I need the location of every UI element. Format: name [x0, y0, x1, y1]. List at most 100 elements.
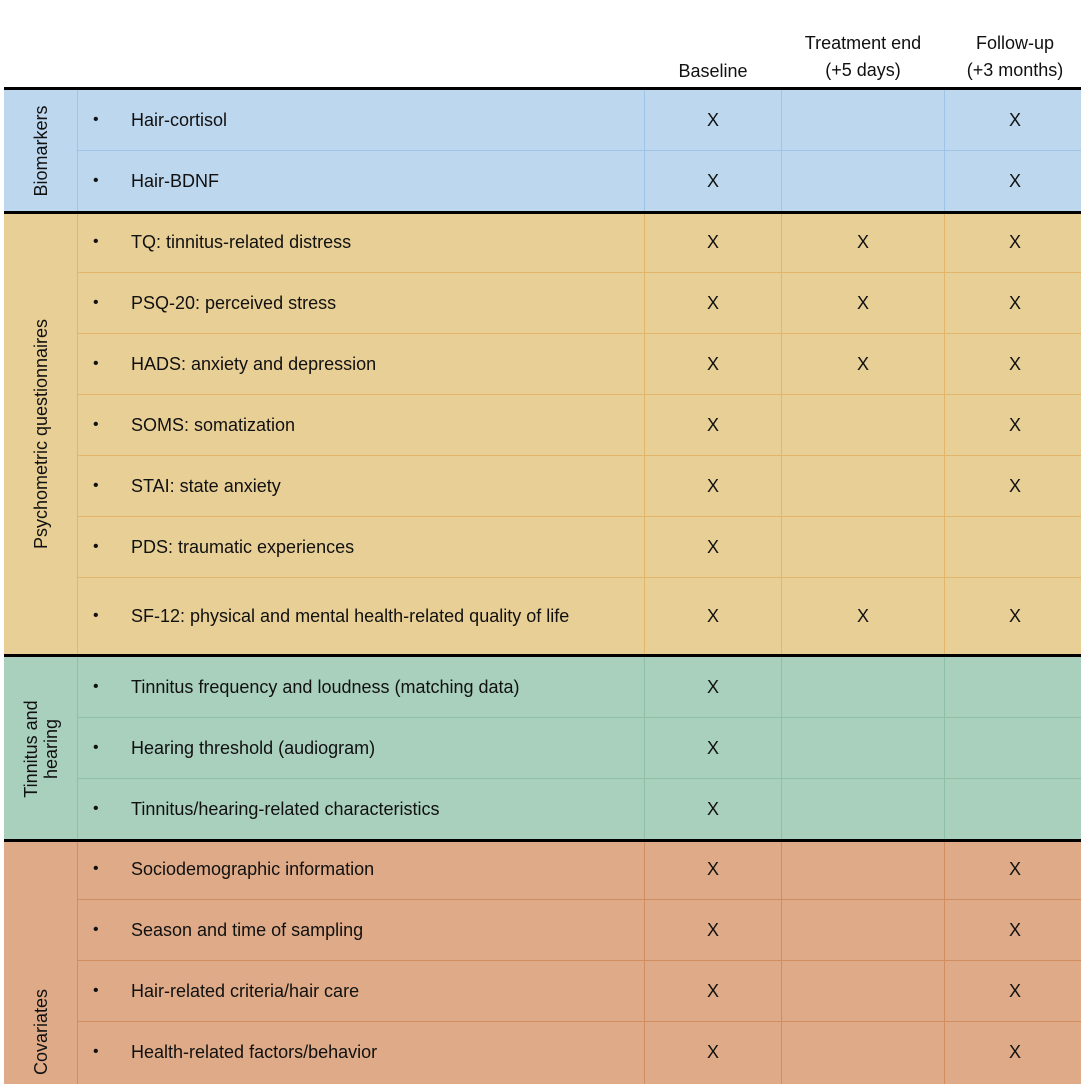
group-label-line: Covariates — [30, 988, 51, 1076]
mark-baseline: X — [706, 476, 719, 496]
table-row: • Sociodemographic information X X — [77, 839, 1081, 900]
column-divider — [644, 212, 645, 655]
measure-label: PSQ-20: perceived stress — [131, 293, 337, 313]
mark-follow-up: X — [1008, 1042, 1021, 1062]
mark-follow-up: X — [1008, 606, 1021, 626]
table-row: •SF-12: physical and mental health-relat… — [77, 578, 1081, 655]
group-separator — [4, 654, 1081, 657]
row-divider — [77, 1021, 1081, 1022]
column-header-line: (+5 days) — [825, 60, 901, 80]
column-header-baseline: Baseline — [663, 58, 763, 85]
group-label-text: Covariates — [31, 989, 51, 1075]
table-row: •Hearing threshold (audiogram)X — [77, 718, 1081, 779]
column-divider — [944, 657, 945, 840]
mark-baseline: X — [706, 354, 719, 374]
column-header-line: Treatment end — [804, 33, 922, 53]
column-divider — [644, 839, 645, 1084]
column-divider — [944, 90, 945, 212]
row-divider — [77, 394, 1081, 395]
bullet: • — [93, 477, 99, 494]
measure-label: HADS: anxiety and depression — [131, 354, 377, 374]
group-label-line: Biomarkers — [30, 105, 51, 197]
row-divider — [77, 577, 1081, 578]
mark-follow-up: X — [1008, 859, 1021, 879]
measure-label: Tinnitus frequency and loudness (matchin… — [131, 677, 520, 697]
bullet: • — [93, 233, 99, 250]
measure-label: TQ: tinnitus-related distress — [131, 232, 352, 252]
column-divider — [781, 212, 782, 655]
group-label-line: hearing — [40, 718, 61, 779]
group-label-line: Psychometric questionnaires — [30, 318, 51, 549]
mark-follow-up: X — [1008, 293, 1021, 313]
mark-baseline: X — [706, 415, 719, 435]
measure-label: SOMS: somatization — [131, 415, 296, 435]
mark-treatment-end: X — [856, 293, 869, 313]
group-label: Psychometric questionnaires — [4, 212, 77, 655]
mark-follow-up: X — [1008, 981, 1021, 1001]
mark-baseline: X — [706, 677, 719, 697]
mark-baseline: X — [706, 537, 719, 557]
bullet: • — [93, 800, 99, 817]
measure-label: STAI: state anxiety — [131, 476, 281, 496]
column-divider — [781, 90, 782, 212]
mark-baseline: X — [706, 1042, 719, 1062]
measure-label: Hair-BDNF — [131, 171, 219, 191]
table-row: •Tinnitus/hearing-related characteristic… — [77, 779, 1081, 840]
column-divider — [644, 657, 645, 840]
row-divider — [77, 455, 1081, 456]
mark-follow-up: X — [1008, 171, 1021, 191]
column-divider — [781, 839, 782, 1084]
column-header-line: (+3 months) — [966, 60, 1064, 80]
table-row: • Tinnitus frequency and loudness (matchi… — [77, 657, 1081, 718]
row-divider — [77, 899, 1081, 900]
column-divider — [944, 212, 945, 655]
column-header-line: Baseline — [678, 61, 748, 81]
bullet: • — [93, 538, 99, 555]
bullet: • — [93, 111, 99, 128]
column-divider — [77, 839, 78, 1084]
column-divider — [77, 90, 78, 212]
table-row: • PSQ-20: perceived stress X X X — [77, 273, 1081, 334]
mark-baseline: X — [706, 859, 719, 879]
mark-treatment-end: X — [856, 354, 869, 374]
bullet: • — [93, 860, 99, 877]
measure-label: Sociodemographic information — [131, 859, 375, 879]
bullet: • — [93, 921, 99, 938]
row-divider — [77, 272, 1081, 273]
bullet: • — [93, 294, 99, 311]
row-divider — [77, 778, 1081, 779]
mark-baseline: X — [706, 293, 719, 313]
mark-treatment-end: X — [856, 606, 869, 626]
mark-follow-up: X — [1008, 476, 1021, 496]
column-header-line: Follow-up — [975, 33, 1055, 53]
measure-label: Season and time of sampling — [131, 920, 364, 940]
group-separator — [4, 211, 1081, 214]
mark-baseline: X — [706, 981, 719, 1001]
row-divider — [77, 516, 1081, 517]
bullet: • — [93, 678, 99, 695]
group-separator — [4, 839, 1081, 842]
group-label-line: Tinnitus and — [20, 699, 41, 798]
bullet: • — [93, 982, 99, 999]
column-header-follow-up: Follow-up (+3 months) — [945, 30, 1084, 84]
mark-baseline: X — [706, 171, 719, 191]
measure-label: Hair-cortisol — [131, 110, 228, 130]
bullet: • — [93, 1043, 99, 1060]
mark-baseline: X — [706, 606, 719, 626]
mark-treatment-end: X — [856, 232, 869, 252]
row-divider — [77, 717, 1081, 718]
mark-baseline: X — [706, 920, 719, 940]
mark-follow-up: X — [1008, 354, 1021, 374]
